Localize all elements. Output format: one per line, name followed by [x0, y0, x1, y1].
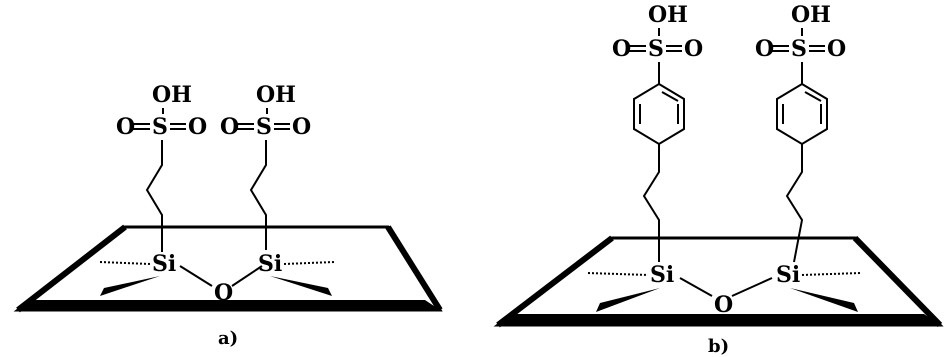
wedge-bond-b2: [790, 288, 858, 312]
wedge-bond-a2: [270, 276, 332, 296]
silicon-a1: Si: [152, 251, 176, 277]
hashed-bond-a2: [283, 261, 335, 265]
silicon-b1: Si: [650, 262, 674, 288]
ethyl-chain-b2: [785, 144, 804, 263]
oxygen-left-a2: O: [220, 114, 239, 140]
surface-front-edge-a: [18, 300, 440, 310]
bond-si-o-left-a: [179, 265, 213, 287]
caption-panel-a: a): [218, 328, 238, 349]
oxygen-left-b2: O: [755, 36, 774, 62]
surface-front-edge-b: [498, 314, 940, 325]
bond-si-o-right-a: [231, 265, 263, 287]
panel-b: OH O S O Si O OH O S O: [493, 2, 944, 357]
surface-left-edge-b: [496, 235, 614, 328]
propyl-chain-a2: [249, 140, 267, 250]
sulfur-b1: S: [648, 36, 664, 62]
wedge-bond-a1: [100, 276, 160, 296]
hydroxyl-a1: OH: [152, 82, 192, 108]
oxygen-right-b2: O: [827, 36, 846, 62]
oxygen-left-a1: O: [116, 114, 135, 140]
sulfur-a2: S: [256, 114, 272, 140]
panel-a: OH O S O Si O OH O S O Si a): [13, 82, 443, 349]
propyl-chain-a1: [145, 140, 163, 252]
wedge-bond-b1: [596, 288, 660, 312]
hashed-bond-b2: [801, 272, 861, 276]
surface-left-edge-a: [16, 224, 127, 313]
ethyl-chain-b1: [642, 144, 660, 262]
bridge-oxygen-a: O: [214, 280, 233, 306]
sulfur-b2: S: [791, 36, 807, 62]
hydroxyl-b2: OH: [791, 2, 831, 28]
caption-panel-b: b): [708, 336, 729, 357]
oxygen-left-b1: O: [612, 36, 631, 62]
hashed-bond-a1: [99, 261, 151, 265]
bridge-oxygen-b: O: [714, 292, 733, 318]
surface-right-edge-a: [385, 225, 443, 312]
benzene-ring-b2: [776, 82, 828, 146]
surface-right-edge-b: [852, 235, 943, 328]
hashed-bond-b1: [587, 272, 649, 276]
oxygen-right-b1: O: [684, 36, 703, 62]
hydroxyl-b1: OH: [648, 2, 688, 28]
sulfur-a1: S: [152, 114, 168, 140]
oxygen-right-a1: O: [188, 114, 207, 140]
benzene-ring-b1: [633, 82, 685, 146]
hydroxyl-a2: OH: [256, 82, 296, 108]
silicon-b2: Si: [776, 262, 800, 288]
silicon-a2: Si: [258, 251, 282, 277]
oxygen-right-a2: O: [292, 114, 311, 140]
